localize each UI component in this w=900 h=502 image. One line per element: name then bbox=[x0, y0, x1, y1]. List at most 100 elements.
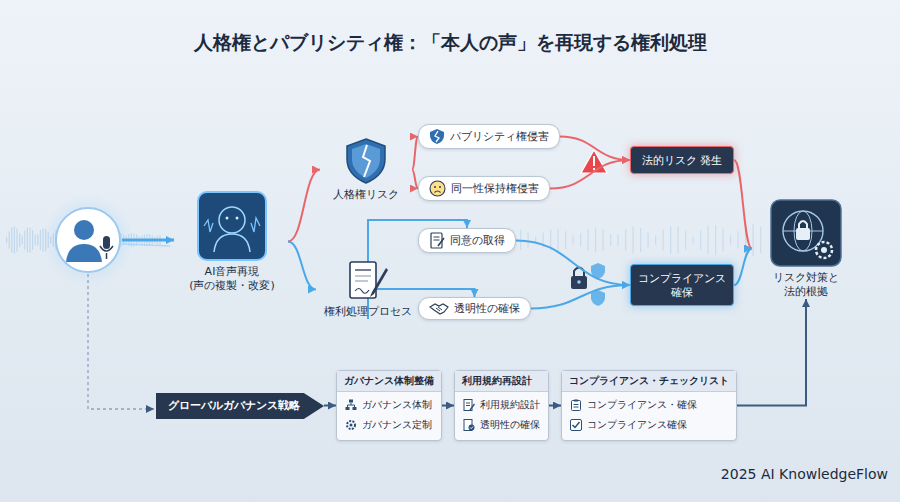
rect-shape bbox=[346, 407, 350, 410]
rect-shape bbox=[29, 228, 30, 253]
rect-shape bbox=[11, 227, 12, 252]
box-label: 法的リスク 発生 bbox=[637, 153, 727, 167]
rect-shape bbox=[565, 231, 566, 249]
rect-shape bbox=[19, 233, 20, 247]
rect-shape bbox=[353, 407, 357, 410]
rect-shape bbox=[580, 233, 581, 246]
path-shape bbox=[435, 131, 439, 142]
rect-shape bbox=[40, 230, 41, 250]
pill-label: 透明性の確保 bbox=[454, 302, 520, 316]
node-label: 人格権リスク bbox=[320, 188, 412, 202]
rect-shape bbox=[670, 226, 671, 254]
flow-connector bbox=[531, 285, 630, 309]
circle-shape bbox=[347, 421, 355, 429]
diagram-title: 人格権とパブリシティ権：「本人の声」を再現する権利処理 bbox=[0, 30, 900, 56]
circle-shape bbox=[439, 186, 441, 188]
box-label: コンプライアンス 確保 bbox=[637, 271, 727, 299]
circle-shape bbox=[434, 186, 436, 188]
risk-measure-icon bbox=[769, 198, 843, 268]
voice-flow-arrow bbox=[122, 239, 174, 242]
rect-shape bbox=[610, 234, 611, 246]
rect-shape bbox=[571, 420, 582, 431]
line-shape bbox=[466, 403, 470, 404]
compliance-box: コンプライアンス 確保 bbox=[630, 264, 734, 306]
pill-label: パブリシティ権侵害 bbox=[450, 130, 549, 144]
line-shape bbox=[106, 253, 108, 259]
rect-shape bbox=[22, 235, 23, 244]
path-shape bbox=[251, 218, 260, 232]
path-shape bbox=[355, 289, 369, 294]
line-shape bbox=[355, 269, 371, 270]
small-shield-symbols bbox=[591, 263, 605, 306]
rect-shape bbox=[730, 235, 731, 244]
line-shape bbox=[466, 405, 470, 406]
path-shape bbox=[470, 427, 473, 429]
node-label: リスク対策と 法的根拠 bbox=[752, 271, 860, 299]
path-shape bbox=[470, 404, 475, 410]
path-shape bbox=[352, 144, 380, 178]
path-shape bbox=[430, 129, 444, 144]
panel-item-text: コンプライアンス・確保 bbox=[587, 399, 697, 411]
circle-shape bbox=[56, 208, 120, 272]
rect-shape bbox=[648, 232, 649, 247]
pill-box: 同一性保持権侵害 bbox=[418, 176, 550, 201]
panel-item-text: コンプライアンス確保 bbox=[587, 419, 687, 431]
line-shape bbox=[355, 275, 371, 276]
terms-panel: 利用規約再設計利用規約設計透明性の確保 bbox=[454, 370, 549, 441]
rect-shape bbox=[349, 400, 353, 403]
panel-items: 利用規約設計透明性の確保 bbox=[455, 392, 548, 440]
rect-shape bbox=[753, 224, 754, 256]
rect-shape bbox=[633, 227, 634, 253]
checklist-panel: コンプライアンス・チェックリストコンプライアンス・確保コンプライアンス確保 bbox=[561, 370, 737, 441]
rect-shape bbox=[771, 200, 841, 266]
circle-shape bbox=[430, 181, 445, 196]
flow-connector bbox=[737, 299, 806, 406]
flow-connector bbox=[442, 405, 454, 407]
circle-shape bbox=[226, 217, 229, 220]
rect-shape bbox=[700, 230, 701, 250]
sad-face-icon bbox=[429, 180, 446, 197]
panel-item: コンプライアンス・確保 bbox=[562, 395, 736, 415]
rect-shape bbox=[574, 400, 578, 402]
panel-items: ガバナンス体制ガバナンス定制 bbox=[337, 392, 441, 440]
voice-flow-glow bbox=[122, 244, 170, 246]
doc-check-icon bbox=[463, 419, 475, 431]
rect-shape bbox=[796, 228, 810, 240]
risk-pill: パブリシティ権侵害 bbox=[418, 124, 560, 149]
flow-connector bbox=[324, 405, 336, 407]
circle-shape bbox=[821, 247, 827, 253]
rect-shape bbox=[431, 233, 442, 248]
flow-connector bbox=[560, 137, 630, 161]
handshake-icon bbox=[429, 301, 449, 316]
path-shape bbox=[348, 403, 355, 408]
doc-edit-icon bbox=[463, 399, 475, 411]
rect-shape bbox=[618, 234, 619, 246]
flow-connector bbox=[734, 160, 752, 249]
panel-heading: ガバナンス体制整備 bbox=[344, 375, 434, 387]
watermark: 2025 AI KnowledgeFlow bbox=[721, 466, 888, 482]
path-shape bbox=[573, 422, 580, 428]
node-label: AI音声再現 (声の複製・改変) bbox=[176, 265, 288, 293]
rect-shape bbox=[715, 225, 716, 255]
risk-measure-node: リスク対策と 法的根拠 bbox=[752, 198, 860, 299]
rect-shape bbox=[663, 230, 664, 251]
rect-shape bbox=[558, 229, 559, 251]
legal-risk-box: 法的リスク 発生 bbox=[630, 146, 734, 174]
risk-node: 人格権リスク bbox=[320, 137, 412, 202]
circle-shape bbox=[783, 211, 823, 251]
org-chart-icon bbox=[345, 399, 357, 411]
path-shape bbox=[370, 268, 388, 297]
rect-shape bbox=[571, 276, 587, 289]
flow-connector bbox=[288, 170, 320, 242]
path-shape bbox=[214, 234, 250, 252]
panel-header: ガバナンス体制整備 bbox=[337, 371, 441, 392]
pill-box: 透明性の確保 bbox=[418, 297, 531, 320]
rect-shape bbox=[625, 229, 626, 251]
rect-shape bbox=[9, 231, 10, 248]
rect-shape bbox=[685, 231, 686, 250]
rect-shape bbox=[738, 231, 739, 249]
path-shape bbox=[591, 290, 605, 306]
panel-item-text: 利用規約設計 bbox=[480, 399, 540, 411]
pill-label: 同一性保持権侵害 bbox=[451, 182, 539, 196]
